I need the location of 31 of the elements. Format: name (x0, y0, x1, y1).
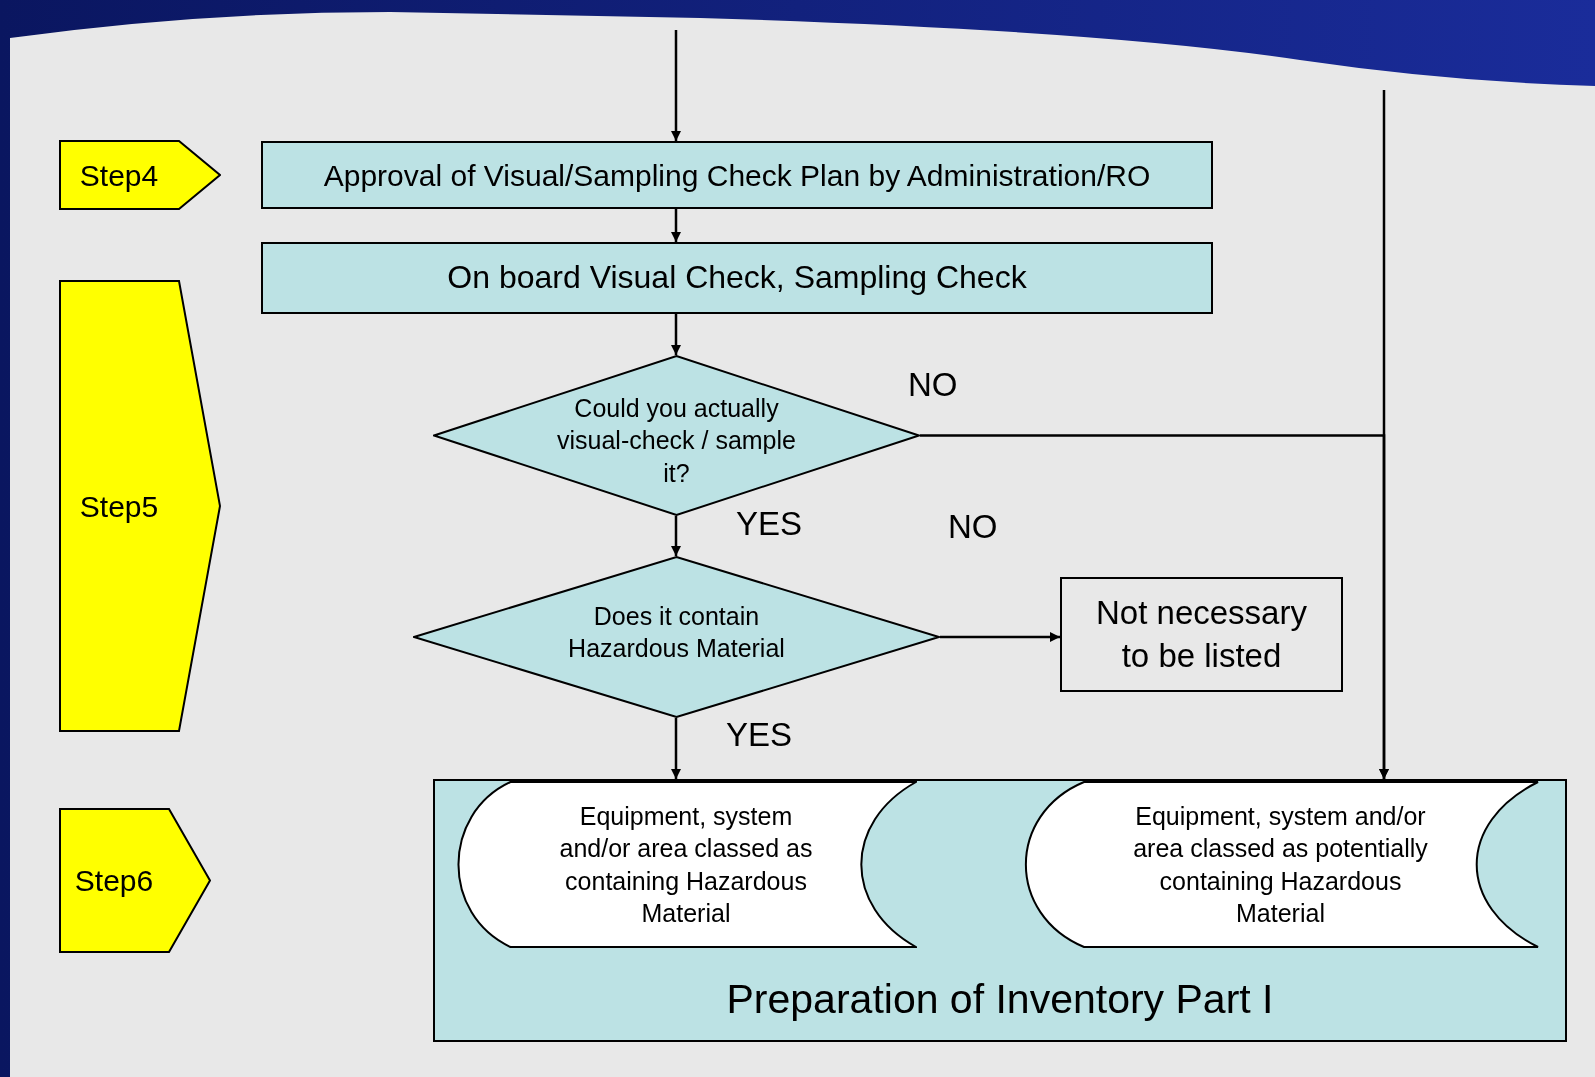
arrow (671, 314, 681, 355)
process-box (261, 242, 1213, 314)
arrow (671, 516, 681, 556)
edge-label: NO (908, 366, 958, 404)
arrow (940, 632, 1060, 642)
step-label: Step6 (73, 863, 155, 899)
decision-diamond (413, 556, 940, 718)
edge-label: YES (726, 716, 793, 754)
arrow (1379, 90, 1389, 779)
arrow (671, 30, 681, 141)
step-arrow (59, 808, 211, 953)
arrow (671, 209, 681, 242)
step-arrow (59, 280, 221, 732)
panel-title: Preparation of Inventory Part I (726, 974, 1274, 1024)
stored-data-shape (1022, 781, 1539, 948)
process-box (261, 141, 1213, 209)
node-text: Equipment, system and/or area classed as potentially containing Hazardous Material (1132, 800, 1429, 929)
node-text: Equipment, system and/or area classed as containing Hazardous Material (558, 800, 814, 929)
stored-data-shape (455, 781, 917, 948)
node-text: Could you actually visual-check / sample it? (556, 392, 797, 489)
process-box (1060, 577, 1343, 692)
group-panel (433, 779, 1567, 1042)
arrow (671, 718, 681, 779)
step-label: Step5 (78, 488, 160, 525)
step-label: Step4 (78, 157, 160, 194)
node-text: On board Visual Check, Sampling Check (447, 258, 1027, 298)
edge-label: NO (948, 508, 998, 546)
edge-label: YES (736, 505, 803, 543)
node-text: Not necessary to be listed (1095, 592, 1308, 676)
node-text: Approval of Visual/Sampling Check Plan by Administration/RO (323, 157, 1151, 194)
node-text: Does it contain Hazardous Material (567, 600, 786, 664)
